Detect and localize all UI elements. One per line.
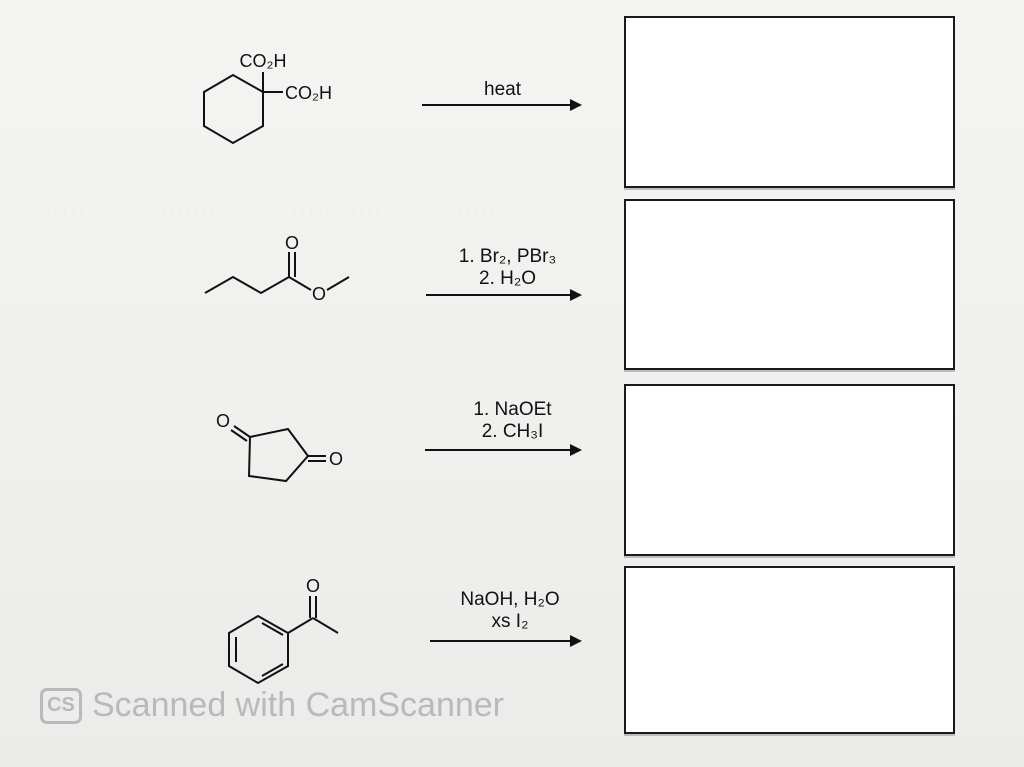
camscanner-logo-icon: CS [40, 687, 82, 724]
reagents-bromination: 1. Br₂, PBr₃ 2. H₂O [420, 246, 595, 290]
answer-box-4[interactable] [624, 566, 955, 734]
reagent-line-1: heat [484, 79, 521, 100]
camscanner-watermark-text: Scanned with CamScanner [92, 686, 505, 724]
answer-box-2[interactable] [624, 199, 955, 370]
co2h-label-right: CO₂H [285, 83, 332, 103]
ketone-oxygen-label-1: O [216, 411, 230, 431]
reagents-alkylation: 1. NaOEt 2. CH₃I [425, 399, 600, 443]
ester-oxygen-label: O [312, 284, 326, 304]
reagent-line-1: 1. Br₂, PBr₃ [458, 246, 557, 267]
camscanner-watermark: CS Scanned with CamScanner [40, 686, 504, 725]
co2h-label-top: CO₂H [240, 51, 287, 71]
reaction-arrow-2 [426, 289, 582, 301]
answer-box-1[interactable] [624, 16, 955, 188]
reagents-haloform: NaOH, H₂O xs I₂ [420, 589, 600, 633]
reagent-heat: heat [440, 79, 565, 101]
cyclopentane-ring [247, 427, 310, 483]
reagent-line-2: xs I₂ [491, 611, 529, 632]
cyclohexane-ring [203, 73, 264, 145]
ketone-oxygen-label: O [306, 576, 320, 596]
reaction-arrow-3 [425, 444, 582, 456]
reagent-line-2: 2. H₂O [479, 268, 536, 289]
reaction-arrow-1 [422, 99, 582, 111]
reaction-arrow-4 [430, 635, 582, 647]
reagent-line-1: NaOH, H₂O [460, 589, 560, 610]
ketone-oxygen-label-2: O [329, 449, 343, 469]
benzene-ring [228, 614, 289, 685]
reagent-line-2: 2. CH₃I [481, 421, 544, 442]
bleed-through-text: . . . . . . . . . . . . . . . . . . . . … [30, 200, 495, 215]
answer-box-3[interactable] [624, 384, 955, 556]
reagent-line-1: 1. NaOEt [473, 399, 552, 420]
carbonyl-oxygen-label: O [285, 233, 299, 253]
